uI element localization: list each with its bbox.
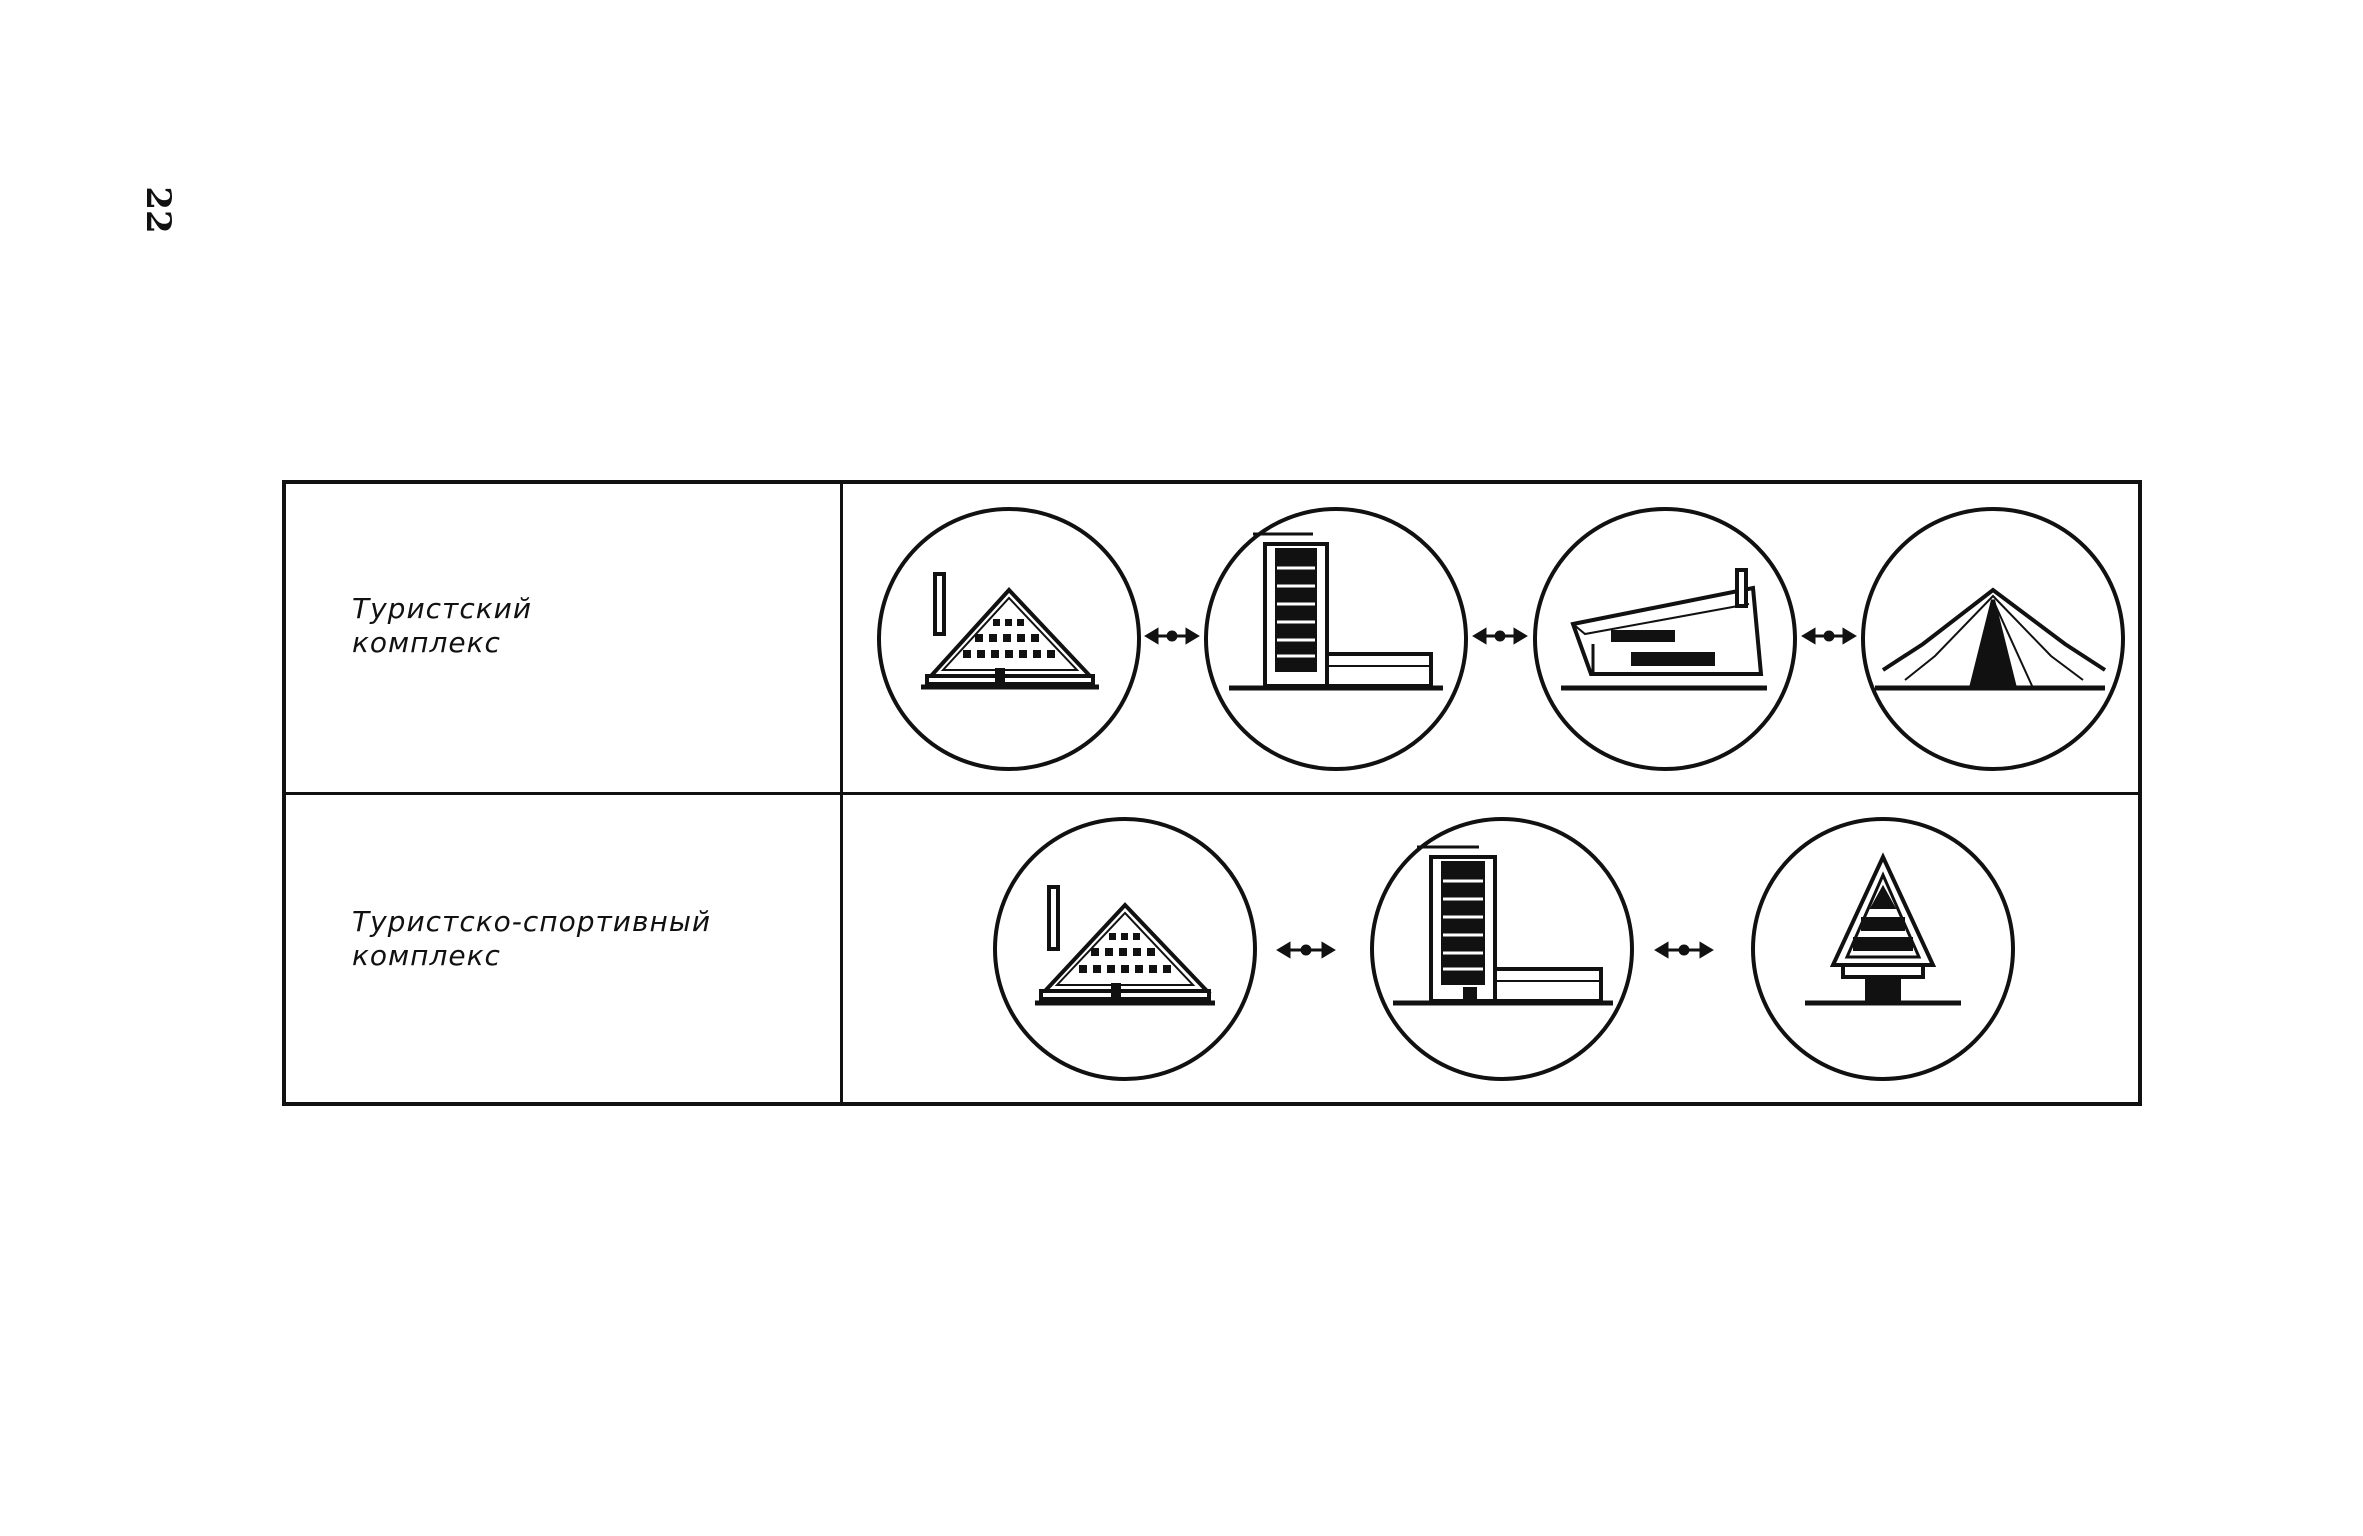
highrise-slab-icon [1229,532,1443,691]
diagram-cell [843,795,2138,1106]
row-label-tourist-complex: Туристский комплекс [352,592,533,659]
double-arrow-icon [1654,941,1714,959]
tent-pavilion-icon [1875,587,2107,691]
circle-building-3 [1533,507,1797,771]
label-cell: Туристский комплекс [286,484,843,792]
table-row: Туристский комплекс [286,484,2138,795]
circle-building-2 [1204,507,1468,771]
tourist-complex-diagram [877,507,2125,771]
connector-arrow-group [1144,627,1857,645]
diagram-cell [843,484,2138,792]
page-number: 22 [138,186,178,234]
table-row: Туристско-спортивный комплекс [286,795,2138,1106]
sloped-roof-pavilion-icon [1561,568,1767,691]
connector-arrow-group [1276,941,1714,959]
circle-building-3 [1751,817,2015,1081]
double-arrow-icon [1801,627,1857,645]
triangular-hotel-icon [1035,885,1215,1006]
a-frame-cabin-icon [1805,852,1961,1006]
row-label-tourist-sport-complex: Туристско-спортивный комплекс [352,905,712,972]
double-arrow-icon [1144,627,1200,645]
scheme-table: Туристский комплекс [282,480,2142,1106]
circle-building-1 [877,507,1141,771]
circle-building-1 [993,817,1257,1081]
tourist-sport-complex-diagram [993,817,2015,1081]
circle-building-2 [1370,817,1634,1081]
circle-building-4 [1861,507,2125,771]
highrise-slab-icon [1393,845,1613,1006]
double-arrow-icon [1472,627,1528,645]
label-cell: Туристско-спортивный комплекс [286,795,843,1106]
double-arrow-icon [1276,941,1336,959]
triangular-hotel-icon [921,572,1099,690]
